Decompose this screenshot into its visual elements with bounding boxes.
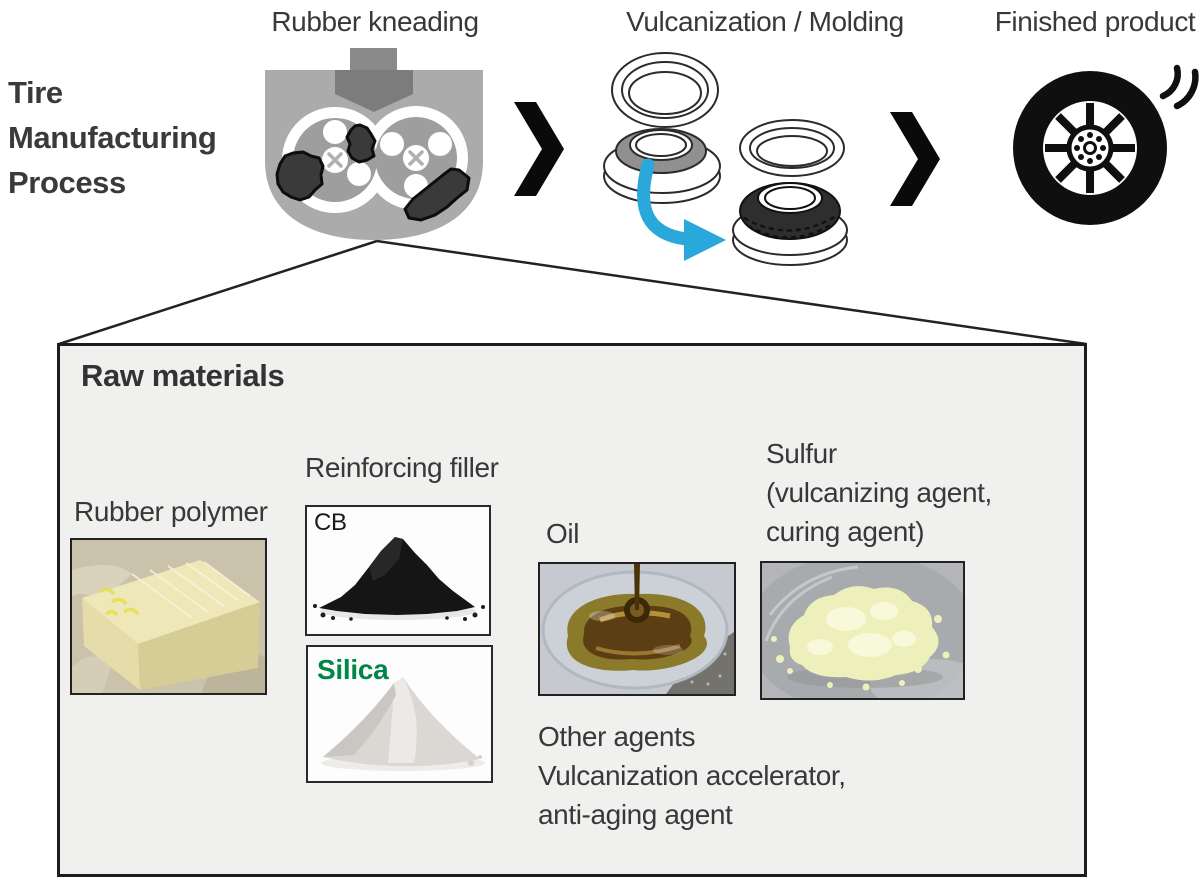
silica-label: Silica <box>317 654 389 685</box>
page-title-line: Process <box>8 165 126 200</box>
tire-icon <box>1013 64 1199 225</box>
chevron-right-icon <box>514 102 564 196</box>
raw-materials-title: Raw materials <box>81 358 285 393</box>
carbon-black-label: CB <box>314 509 347 536</box>
carbon-black-photo: CB <box>305 505 491 636</box>
chevron-right-icon <box>890 112 940 206</box>
page-title-line: Tire <box>8 75 63 110</box>
kneader-machine-icon <box>265 48 483 240</box>
page-title-line: Manufacturing <box>8 120 217 155</box>
stage-label-rubber-kneading: Rubber kneading <box>271 6 479 37</box>
other-agents-text: Other agents Vulcanization accelerator, … <box>538 721 846 830</box>
stage-label-finished-product: Finished product <box>994 6 1196 37</box>
raw-materials-panel: Raw materials Rubber polymer <box>57 343 1087 877</box>
sulfur-photo <box>760 561 965 700</box>
rubber-polymer-label: Rubber polymer <box>74 496 268 527</box>
sulfur-label: Sulfur (vulcanizing agent, curing agent) <box>766 438 992 547</box>
oil-photo <box>538 562 736 696</box>
oil-label: Oil <box>546 518 580 549</box>
stage-label-vulcanization-molding: Vulcanization / Molding <box>626 6 904 37</box>
vulcanization-molds-icon <box>603 52 848 266</box>
rubber-polymer-photo <box>70 538 267 695</box>
page-title: Tire Manufacturing Process <box>8 70 217 205</box>
reinforcing-filler-label: Reinforcing filler <box>305 452 499 483</box>
silica-photo: Silica <box>306 645 493 783</box>
